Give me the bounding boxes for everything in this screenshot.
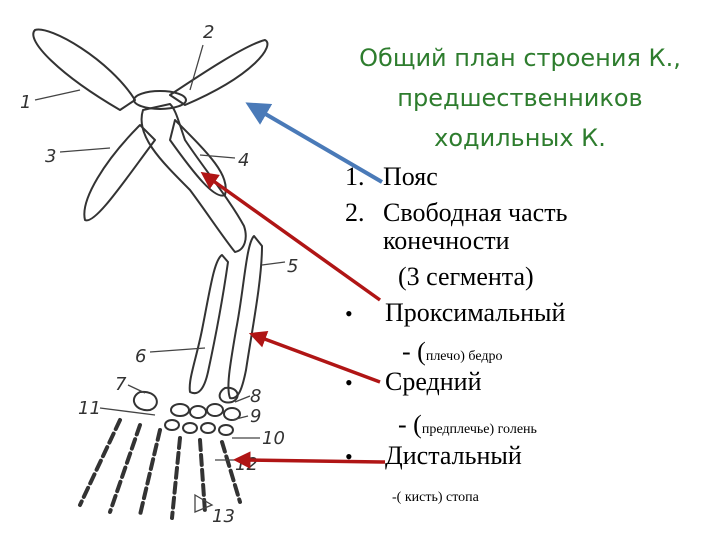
segment-middle-label: Средний — [385, 367, 482, 396]
carpal-8 — [218, 386, 239, 404]
arrow-middle — [248, 331, 381, 384]
segment-distal-label: Дистальный — [385, 441, 522, 470]
girdle-lobe-1 — [32, 28, 136, 111]
figure-label-4: 4 — [238, 150, 249, 171]
segment-proximal-label: Проксимальный — [385, 298, 566, 327]
carpal-7 — [132, 390, 158, 412]
girdle-lobe-3 — [83, 124, 156, 222]
figure-label-10: 10 — [262, 428, 285, 449]
segment-proximal-dash: - ( — [402, 337, 426, 366]
figure-label-7: 7 — [115, 374, 127, 395]
middle-bone-2 — [227, 235, 263, 400]
bullet-3: • — [345, 444, 353, 469]
segment-middle: • Средний — [345, 367, 482, 397]
list-number-2: 2. — [345, 198, 365, 227]
figure-label-3: 3 — [45, 146, 56, 167]
segment-distal: • Дистальный — [345, 441, 522, 471]
list-item-2: 2. Свободная часть — [345, 198, 567, 228]
segment-proximal-detail: - (плечо) бедро — [402, 337, 502, 367]
slide-title: Общий план строения К., предшественников… — [359, 44, 681, 152]
middle-bone-1 — [188, 254, 229, 395]
segment-middle-detail-text: предплечье) голень — [421, 422, 537, 437]
arrow-free-part — [200, 171, 382, 302]
bullet-1: • — [345, 301, 353, 326]
glenoid-ring — [133, 90, 187, 110]
digits — [78, 418, 242, 520]
segment-proximal-detail-text: плечо) бедро — [425, 349, 503, 364]
figure-label-5: 5 — [287, 256, 298, 277]
carpal-row — [164, 403, 241, 436]
arrow-distal — [233, 451, 386, 469]
list-item-2-label: Свободная часть — [383, 198, 568, 227]
figure-label-1: 1 — [20, 92, 31, 113]
list-item-2-line-3: (3 сегмента) — [398, 262, 534, 291]
figure-label-9: 9 — [250, 406, 261, 427]
proximal-bone — [140, 103, 247, 253]
segment-proximal: • Проксимальный — [345, 298, 565, 328]
segment-middle-dash: - ( — [398, 410, 422, 439]
bullet-2: • — [345, 370, 353, 395]
figure-label-11: 11 — [78, 398, 101, 419]
list-item-2-line-2: конечности — [383, 226, 510, 255]
figure-label-6: 6 — [135, 346, 146, 367]
list-item-1: 1. Пояс — [345, 162, 438, 192]
arrow-girdle — [245, 102, 384, 184]
girdle-lobe-2 — [169, 39, 269, 106]
figure-label-8: 8 — [250, 386, 261, 407]
segment-middle-detail: - (предплечье) голень — [398, 410, 537, 440]
list-number-1: 1. — [345, 162, 365, 191]
figure-label-12: 12 — [235, 454, 258, 475]
list-item-1-label: Пояс — [383, 162, 438, 191]
figure-label-13: 13 — [212, 506, 235, 527]
segment-distal-detail: -( кисть) стопа — [392, 490, 479, 505]
figure-label-2: 2 — [203, 22, 214, 43]
